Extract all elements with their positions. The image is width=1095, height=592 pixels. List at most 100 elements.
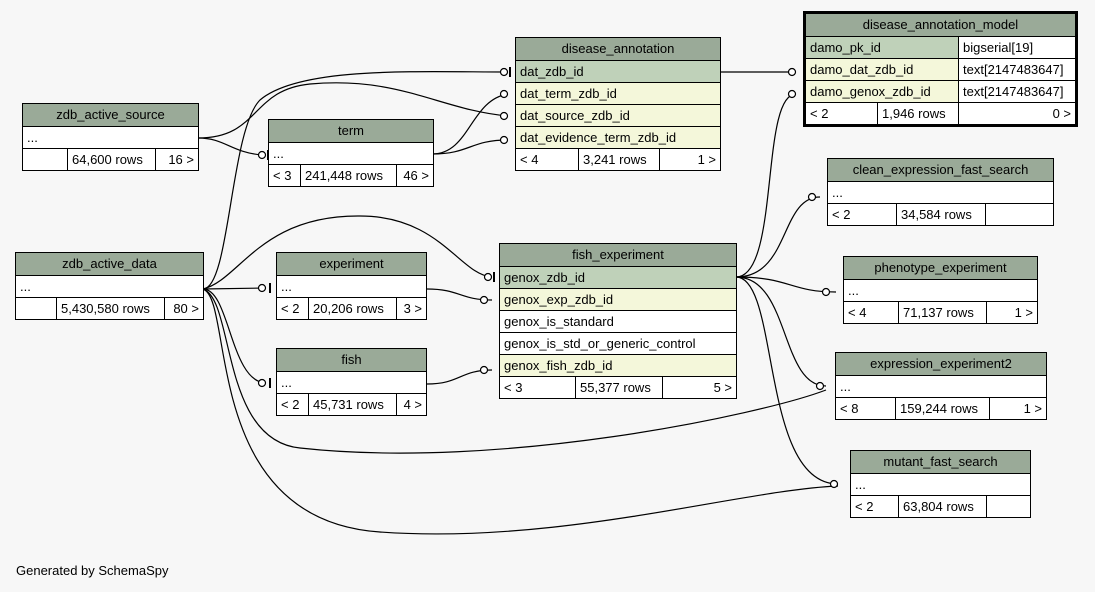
edge-end-icon — [499, 89, 509, 99]
row-count: 241,448 rows — [300, 165, 396, 186]
column-name: ... — [281, 279, 292, 294]
parents-count: < 2 — [832, 207, 851, 222]
table-disease-annotation[interactable]: disease_annotation dat_zdb_id dat_term_z… — [515, 37, 721, 171]
column-name: ... — [273, 146, 284, 161]
edge-term-dat-term — [431, 93, 509, 155]
edge-source-term — [197, 137, 263, 156]
column-name: genox_is_standard — [504, 314, 614, 329]
row-count: 71,137 rows — [898, 302, 986, 323]
column-name: genox_fish_zdb_id — [504, 358, 613, 373]
parents-count: < 3 — [273, 168, 292, 183]
edge-end-icon — [815, 381, 825, 391]
table-title: fish_experiment — [500, 244, 736, 266]
column-name: ... — [20, 279, 31, 294]
edge-data-genox — [202, 215, 493, 290]
column-name: damo_pk_id — [810, 40, 881, 55]
children-count: 1 > — [989, 398, 1046, 419]
table-title: disease_annotation — [516, 38, 720, 60]
children-count: 0 > — [958, 103, 1075, 124]
children-count: 1 > — [986, 302, 1037, 323]
row-count: 1,946 rows — [877, 103, 958, 124]
table-title: mutant_fast_search — [851, 451, 1030, 473]
children-count: 3 > — [396, 298, 426, 319]
column-name: ... — [840, 379, 851, 394]
children-count — [986, 496, 1030, 517]
generated-by-note: Generated by SchemaSpy — [16, 563, 169, 578]
parents-count — [16, 298, 56, 319]
edge-genox-clean — [735, 196, 821, 278]
edge-source-dat-source — [197, 82, 509, 139]
column-name: dat_term_zdb_id — [520, 86, 617, 101]
parents-count — [23, 149, 67, 170]
column-name: genox_zdb_id — [504, 270, 585, 285]
column-type: text[2147483647] — [958, 81, 1075, 102]
edge-end-icon — [257, 378, 267, 388]
children-count: 5 > — [662, 377, 736, 398]
edge-data-mutant — [202, 288, 839, 535]
edge-genox-expression — [735, 276, 827, 387]
parents-count: < 4 — [520, 152, 539, 167]
parents-count: < 2 — [810, 106, 829, 121]
row-count: 159,244 rows — [895, 398, 989, 419]
column-name: ... — [832, 185, 843, 200]
edge-data-experiment — [202, 287, 267, 290]
table-title: term — [269, 120, 433, 142]
edge-end-icon — [821, 287, 831, 297]
edge-end-icon — [829, 479, 839, 489]
children-count: 16 > — [155, 149, 198, 170]
edge-end-icon — [807, 192, 817, 202]
column-type: bigserial[19] — [958, 37, 1075, 58]
children-count — [985, 204, 1053, 225]
edge-end-icon — [257, 283, 267, 293]
parents-count: < 8 — [840, 401, 859, 416]
column-name: genox_is_std_or_generic_control — [504, 336, 696, 351]
row-count: 5,430,580 rows — [56, 298, 164, 319]
edge-genox-mutant — [735, 276, 839, 485]
column-name: genox_exp_zdb_id — [504, 292, 614, 307]
edge-end-icon — [483, 272, 493, 282]
parents-count: < 3 — [504, 380, 523, 395]
edge-end-icon — [787, 89, 797, 99]
parents-count: < 4 — [848, 305, 867, 320]
column-name: damo_genox_zdb_id — [810, 84, 931, 99]
column-name: dat_source_zdb_id — [520, 108, 630, 123]
row-count: 45,731 rows — [308, 394, 396, 415]
table-title: experiment — [277, 253, 426, 275]
table-title: zdb_active_data — [16, 253, 203, 275]
table-title: clean_expression_fast_search — [828, 159, 1053, 181]
column-name: damo_dat_zdb_id — [810, 62, 914, 77]
children-count: 80 > — [164, 298, 203, 319]
column-name: ... — [855, 477, 866, 492]
parents-count: < 2 — [281, 397, 300, 412]
row-count: 3,241 rows — [578, 149, 659, 170]
edge-end-icon — [787, 67, 797, 77]
column-name: ... — [848, 283, 859, 298]
table-title: phenotype_experiment — [844, 257, 1037, 279]
edge-data-dat-id — [202, 71, 509, 290]
parents-count: < 2 — [855, 499, 874, 514]
parents-count: < 2 — [281, 301, 300, 316]
edge-end-icon — [499, 67, 509, 77]
table-expression-experiment2[interactable]: expression_experiment2 ... < 8 159,244 ro… — [835, 352, 1047, 420]
edge-term-dat-evidence — [431, 139, 509, 155]
edge-genox-phenotype — [735, 276, 837, 293]
table-title: expression_experiment2 — [836, 353, 1046, 375]
edge-end-icon — [479, 295, 489, 305]
column-type: text[2147483647] — [958, 59, 1075, 80]
column-name: dat_zdb_id — [520, 64, 584, 79]
row-count: 20,206 rows — [308, 298, 396, 319]
edge-end-icon — [499, 111, 509, 121]
table-fish-experiment[interactable]: fish_experiment genox_zdb_id genox_exp_z… — [499, 243, 737, 399]
children-count: 4 > — [396, 394, 426, 415]
table-title: zdb_active_source — [23, 104, 198, 126]
